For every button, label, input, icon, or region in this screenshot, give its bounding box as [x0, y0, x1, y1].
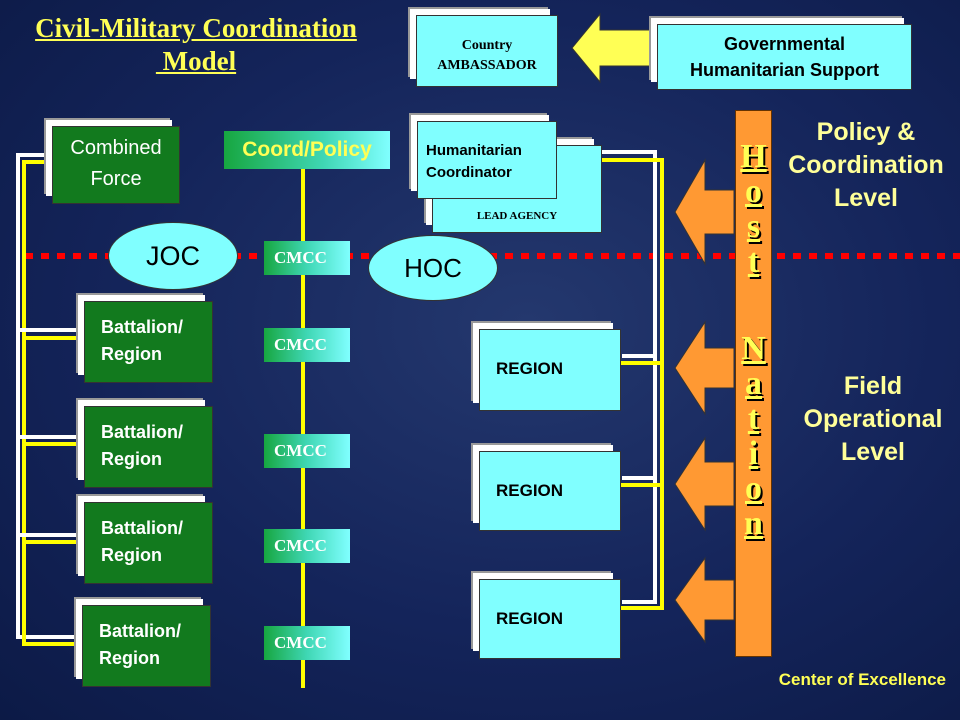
right-bracket [600, 150, 664, 610]
host-letter: s [746, 208, 761, 245]
coord-policy-header: Coord/Policy [224, 131, 390, 169]
policy-line-3: Level [834, 184, 898, 212]
title-line-2: Model [155, 46, 237, 76]
policy-coordination-level-label: Policy & Coordination Level [772, 116, 960, 215]
govt-support-arrow [571, 12, 657, 84]
host-letter: o [745, 173, 762, 210]
host-letter: H [740, 138, 767, 175]
region-box: REGION [479, 451, 621, 531]
nation-letter: n [744, 505, 763, 542]
nation-letter: o [745, 470, 762, 507]
joc-ellipse: JOC [108, 222, 238, 290]
host-nation-arrows [674, 158, 735, 644]
lead-agency-label: LEAD AGENCY [476, 210, 558, 222]
country-label: Country [461, 38, 513, 53]
force-label: Force [90, 168, 142, 190]
governmental-label: Governmental [723, 34, 846, 54]
region-box: REGION [479, 579, 621, 659]
region-label: Region [101, 449, 162, 469]
battalion-box: Battalion/ Region [82, 605, 211, 687]
battalion-label: Battalion/ [99, 621, 182, 641]
field-line-1: Field [843, 372, 903, 400]
battalion-label: Battalion/ [101, 317, 184, 337]
battalion-label: Battalion/ [101, 518, 184, 538]
nation-letter: i [748, 435, 759, 472]
battalion-box: Battalion/ Region [84, 502, 213, 584]
cmcc-box: CMCC [264, 626, 350, 660]
page-title: Civil-Military Coordination Model [4, 12, 388, 78]
host-letter: t [747, 243, 760, 280]
country-ambassador-box: Country AMBASSADOR [416, 15, 558, 87]
humanitarian-support-label: Humanitarian Support [689, 60, 879, 80]
policy-line-1: Policy & [816, 118, 916, 146]
battalion-label: Battalion/ [101, 422, 184, 442]
field-line-2: Operational [803, 405, 943, 433]
combined-label: Combined [70, 137, 162, 159]
governmental-support-box: Governmental Humanitarian Support [657, 24, 912, 90]
nation-letter: N [741, 330, 766, 367]
humanitarian-label: Humanitarian [426, 142, 522, 159]
host-nation-bar: H o s t N a t i o n [735, 110, 772, 657]
title-line-1: Civil-Military Coordination [35, 13, 357, 43]
region-label: Region [101, 545, 162, 565]
field-operational-level-label: Field Operational Level [786, 370, 960, 469]
coordinator-label: Coordinator [426, 164, 512, 181]
cmcc-box: CMCC [264, 434, 350, 468]
region-box: REGION [479, 329, 621, 411]
ambassador-label: AMBASSADOR [437, 58, 537, 73]
battalion-box: Battalion/ Region [84, 406, 213, 488]
cmcc-box: CMCC [264, 529, 350, 563]
footer-label: Center of Excellence [778, 670, 946, 689]
region-label: Region [101, 344, 162, 364]
hoc-ellipse: HOC [368, 235, 498, 301]
field-line-3: Level [841, 438, 905, 466]
policy-line-2: Coordination [788, 151, 944, 179]
humanitarian-coordinator-box: Humanitarian Coordinator [417, 121, 557, 199]
combined-force-box: Combined Force [52, 126, 180, 204]
cmcc-box: CMCC [264, 328, 350, 362]
cmcc-box: CMCC [264, 241, 350, 275]
nation-letter: t [747, 400, 760, 437]
battalion-box: Battalion/ Region [84, 301, 213, 383]
region-label: Region [99, 648, 160, 668]
left-bracket [16, 153, 80, 646]
nation-letter: a [745, 365, 762, 402]
